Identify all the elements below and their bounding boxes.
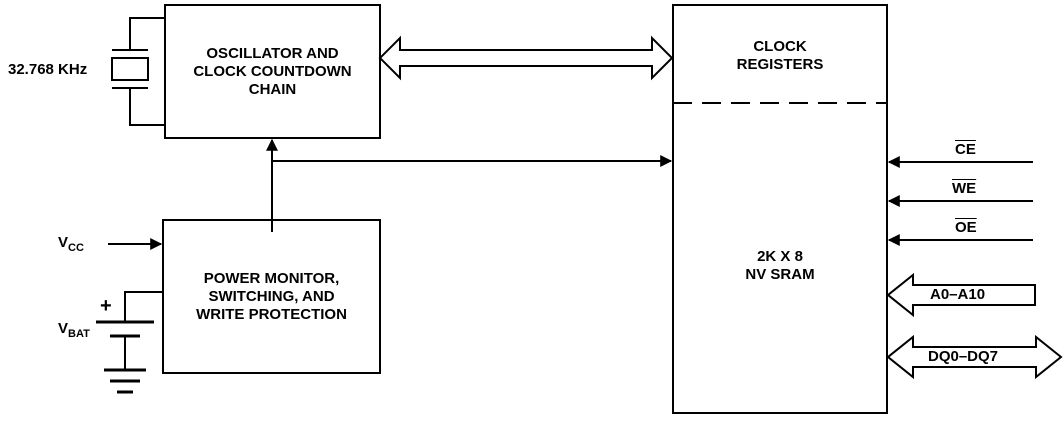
data-bus-label: DQ0–DQ7: [928, 348, 999, 365]
power-monitor-block: [162, 219, 381, 374]
clock-registers-label-line: REGISTERS: [736, 56, 824, 73]
address-bus-label: A0–A10: [930, 286, 986, 303]
sram-block: [672, 4, 888, 414]
vbat-label-main: V: [58, 320, 69, 337]
vcc-label-main: V: [58, 234, 69, 251]
data-bus-arrow: [886, 334, 1063, 380]
oscillator-label-line: CLOCK COUNTDOWN: [193, 63, 352, 80]
battery-symbol: [96, 291, 163, 370]
sram-label-line: NV SRAM: [745, 266, 815, 283]
oscillator-label: OSCILLATOR AND CLOCK COUNTDOWN CHAIN: [165, 45, 380, 99]
clock-registers-label-line: CLOCK: [753, 38, 807, 55]
power-monitor-label: POWER MONITOR, SWITCHING, AND WRITE PROT…: [163, 270, 380, 324]
oe-label: OE: [955, 219, 977, 236]
ground-icon: [104, 368, 146, 394]
vbat-label-sub: BAT: [68, 328, 90, 340]
we-label: WE: [952, 180, 977, 197]
vcc-label: VCC: [58, 234, 84, 254]
vbat-polarity-label: +: [100, 295, 112, 317]
vbat-label: VBAT: [58, 320, 90, 340]
crystal-symbol: [111, 17, 165, 126]
sram-label-line: 2K X 8: [757, 248, 803, 265]
oscillator-block: [164, 4, 381, 139]
oscillator-register-bus-arrow: [378, 35, 674, 81]
power-monitor-label-line: WRITE PROTECTION: [196, 306, 347, 323]
sram-label: 2K X 8 NV SRAM: [673, 248, 887, 284]
oscillator-label-line: CHAIN: [248, 81, 297, 98]
ce-label: CE: [955, 141, 976, 158]
address-bus-arrow: [886, 272, 1036, 318]
oscillator-label-line: OSCILLATOR AND: [206, 45, 339, 62]
power-monitor-label-line: POWER MONITOR,: [203, 270, 340, 287]
power-monitor-label-line: SWITCHING, AND: [208, 288, 335, 305]
crystal-frequency-label: 32.768 KHz: [8, 61, 88, 78]
clock-registers-label: CLOCK REGISTERS: [673, 38, 887, 74]
vcc-label-sub: CC: [68, 242, 84, 254]
